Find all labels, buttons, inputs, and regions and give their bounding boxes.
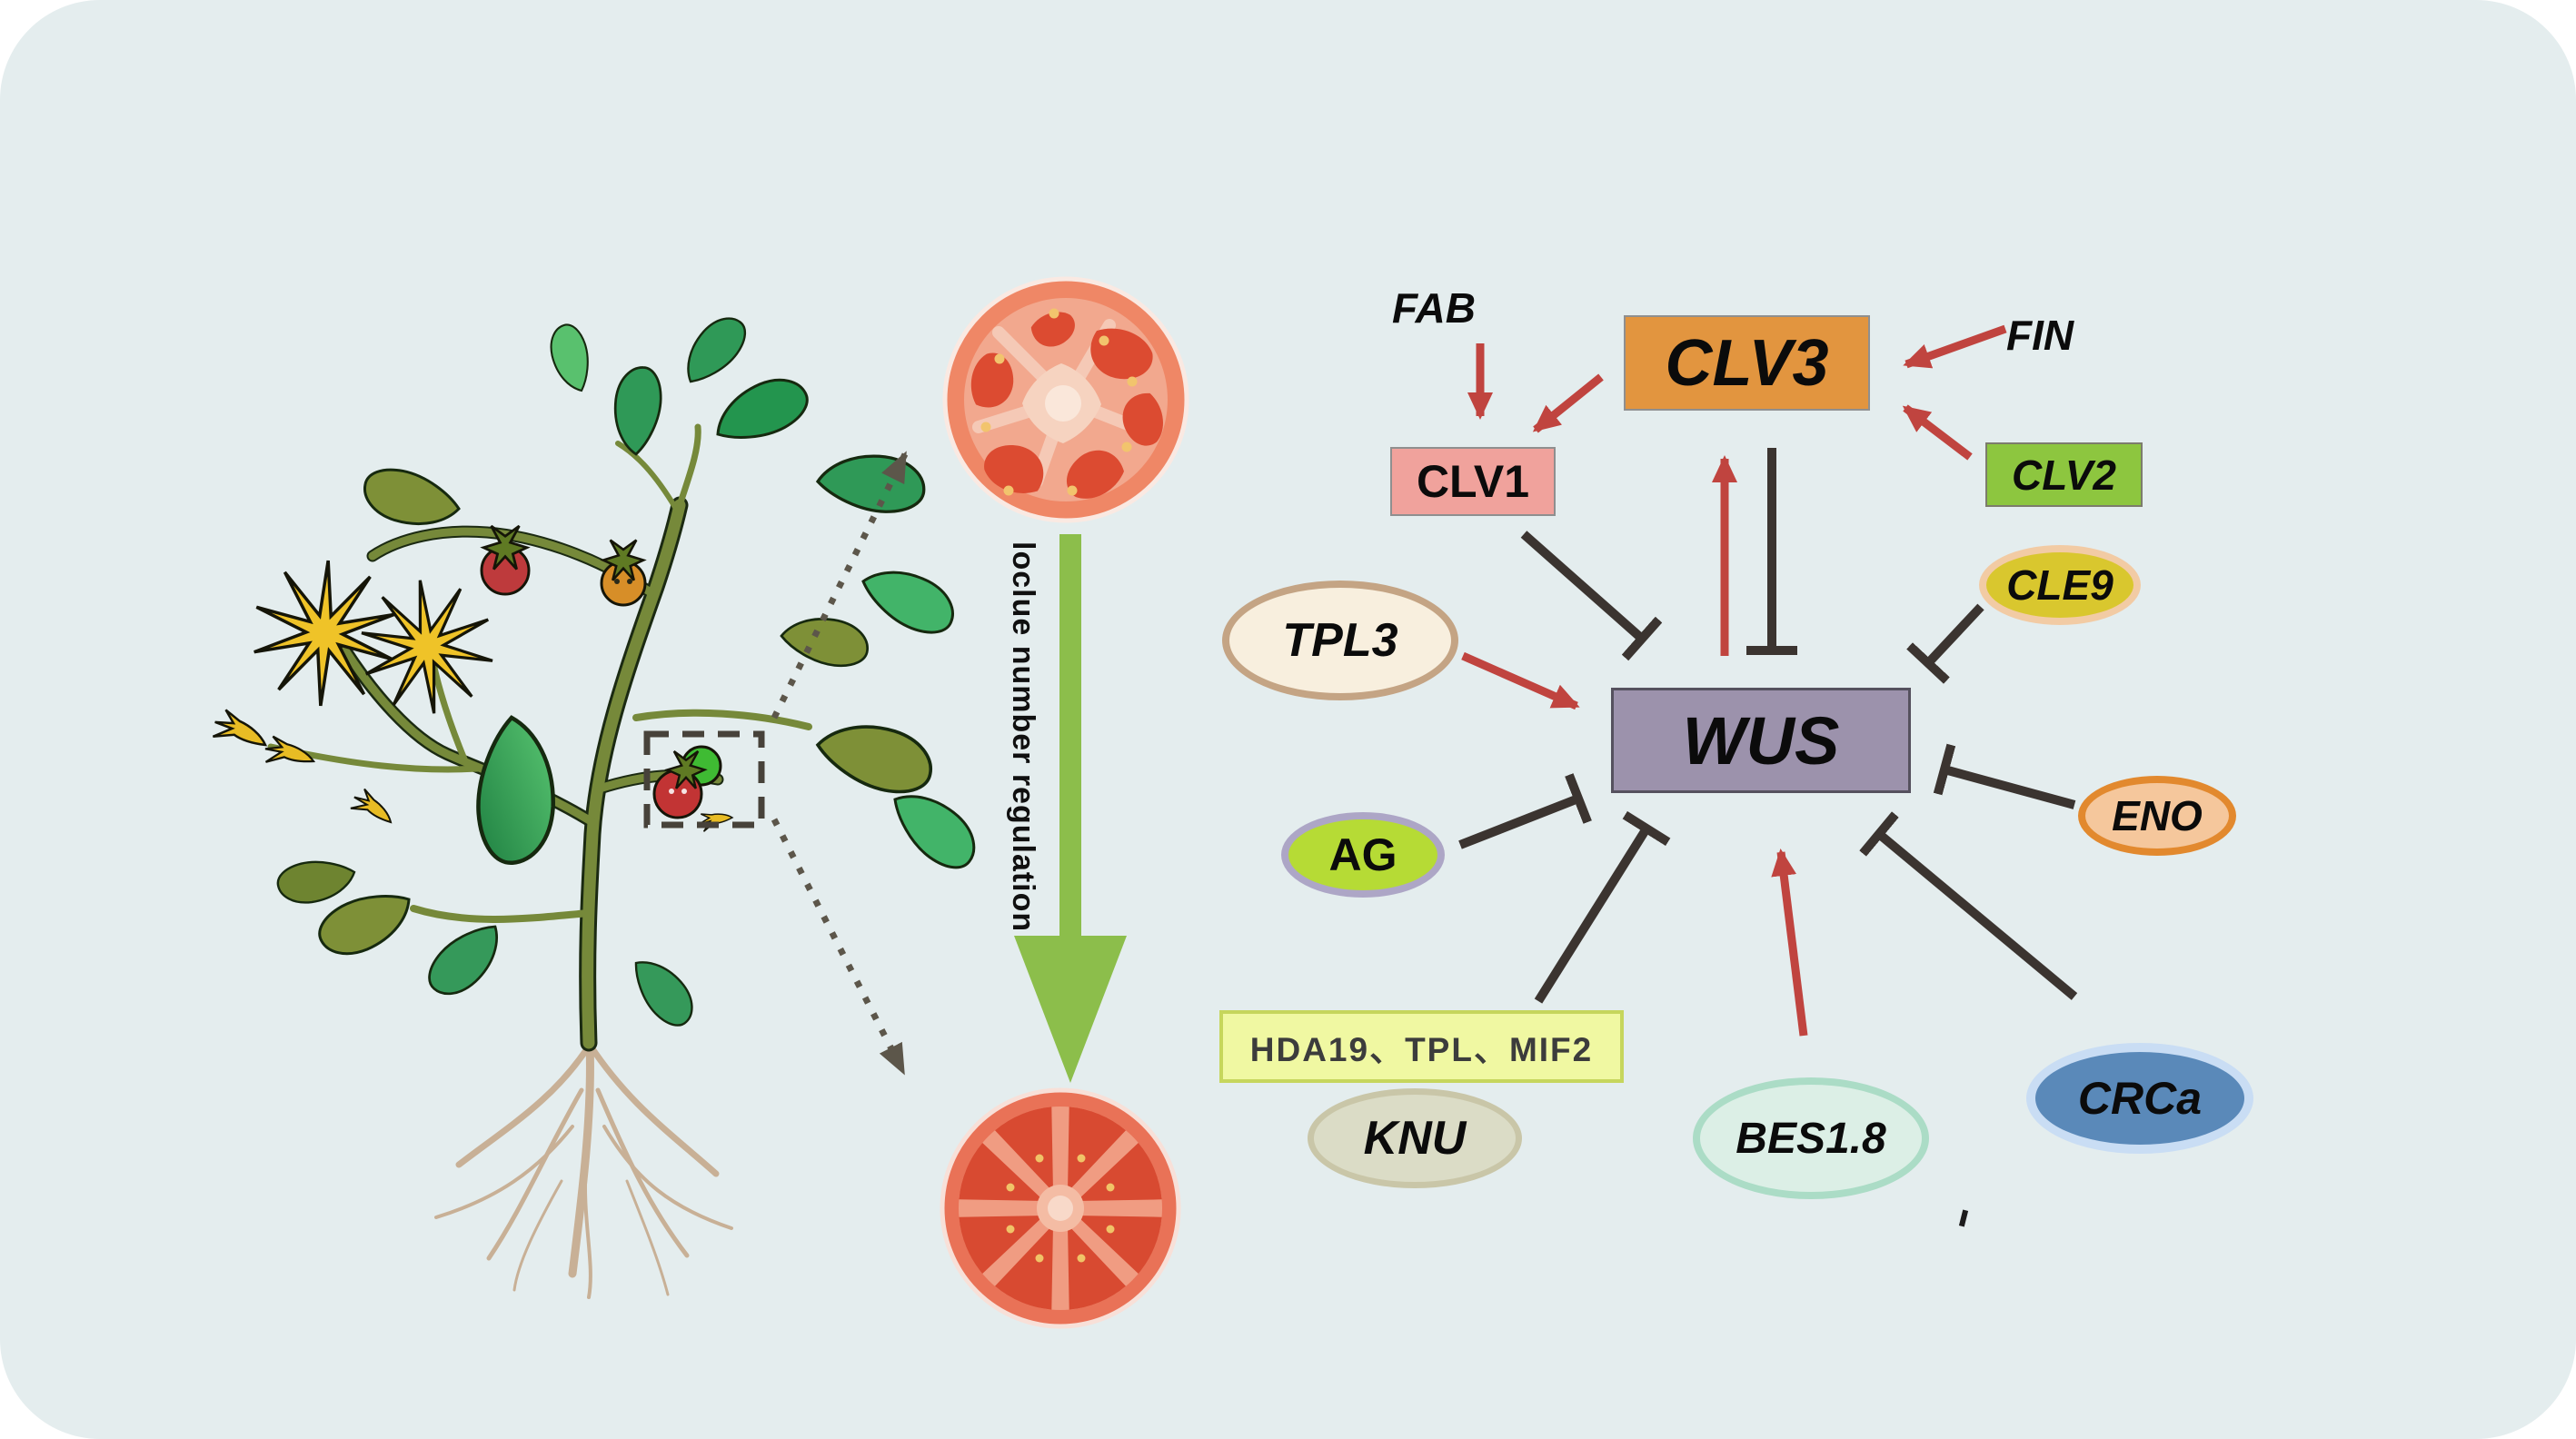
fruit-dot (627, 579, 632, 584)
node-ag: AG (1281, 812, 1445, 898)
fruit-dot (681, 789, 687, 794)
fruit-dot (669, 789, 674, 794)
plant-roots (434, 1038, 733, 1299)
edge-ag-inhibits-wus (1458, 773, 1592, 849)
node-hda19-tpl-mif2: HDA19、TPL、MIF2 (1219, 1010, 1624, 1083)
node-wus: WUS (1611, 688, 1911, 793)
locule-regulation-arrow (1014, 534, 1127, 1083)
node-tpl3: TPL3 (1222, 581, 1458, 700)
edge-eno-inhibits-wus (1933, 743, 2076, 809)
dotted-arrows (771, 451, 909, 1076)
dotted-arrow-to-bottom-slice (771, 818, 907, 1076)
edge-clv1-inhibits-wus (1520, 531, 1663, 661)
dotted-arrow-to-top-slice (771, 451, 909, 720)
node-fin: FIN (2006, 312, 2074, 359)
node-crca: CRCa (2026, 1043, 2253, 1154)
edge-hda-tpl-mif2-inhibits-wus (1534, 810, 1671, 1004)
locule-regulation-label: loclue number regulation (1006, 541, 1040, 933)
node-clv3: CLV3 (1624, 315, 1870, 411)
node-clv1: CLV1 (1390, 447, 1556, 516)
edge-tpl3-activates-wus (1461, 651, 1580, 710)
tomato-slice-many-locules (940, 1087, 1181, 1329)
plant-fruits (480, 524, 734, 833)
edge-clv2-activates-clv3 (1902, 404, 1973, 461)
node-bes18: BES1.8 (1693, 1077, 1929, 1199)
tomato-slice-few-locules (942, 276, 1189, 523)
node-eno: ENO (2078, 776, 2236, 856)
node-cle9: CLE9 (1979, 545, 2141, 625)
edge-fin-activates-clv3 (1903, 324, 2007, 369)
node-knu: KNU (1308, 1088, 1522, 1188)
edge-cle9-inhibits-wus (1906, 603, 1984, 684)
node-fab: FAB (1392, 284, 1476, 332)
fruit-dot (614, 579, 620, 584)
edge-clv3-activates-clv1 (1532, 373, 1604, 433)
node-clv2: CLV2 (1985, 442, 2143, 507)
edge-bes18-activates-wus (1771, 849, 1808, 1037)
edge-crca-inhibits-wus (1859, 811, 2078, 1000)
highlight-dashed-box (643, 730, 765, 829)
